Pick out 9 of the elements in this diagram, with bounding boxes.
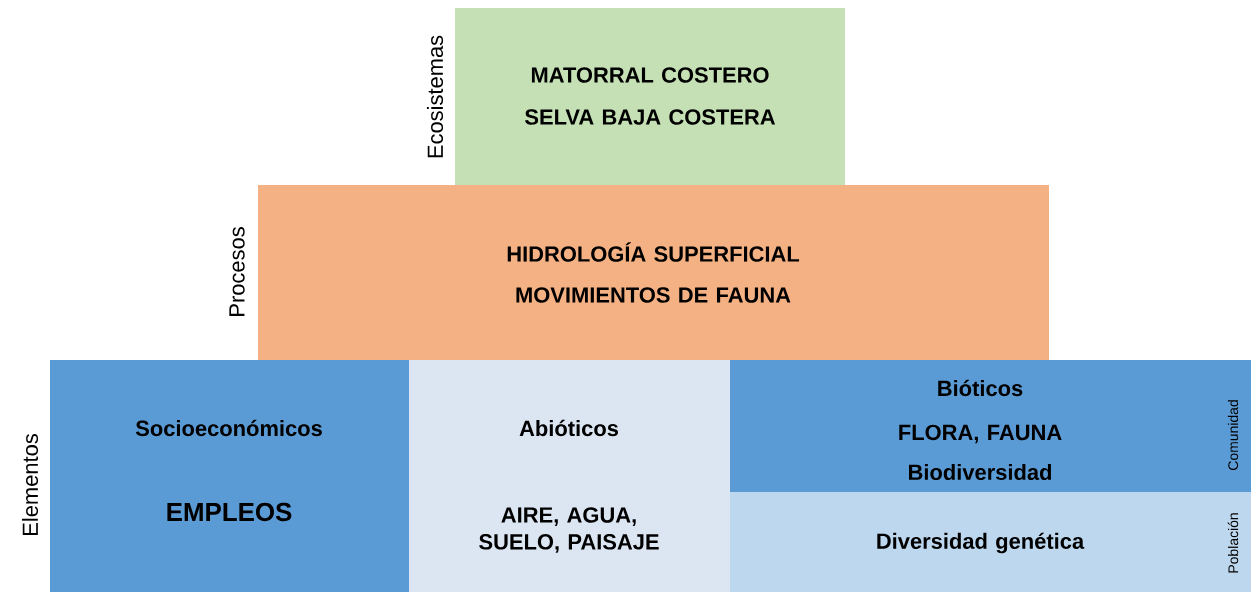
category-box: MATORRAL COSTERO SELVA BAJA COSTERA xyxy=(455,8,845,185)
category-box: Diversidad genética Población xyxy=(730,492,1251,592)
category-box: Abióticos AIRE, AGUA, SUELO, PAISAJE xyxy=(409,360,730,592)
category-box: Bióticos FLORA, FAUNA Biodiversidad Comunidad xyxy=(730,360,1251,492)
category-box: Socioeconómicos EMPLEOS xyxy=(50,360,409,592)
side-label: Procesos xyxy=(229,227,245,316)
side-label: Elementos xyxy=(21,434,39,535)
category-box: HIDROLOGÍA SUPERFICIAL MOVIMIENTOS DE FAUNA xyxy=(258,185,1049,360)
side-label: Ecosistemas xyxy=(426,35,444,158)
